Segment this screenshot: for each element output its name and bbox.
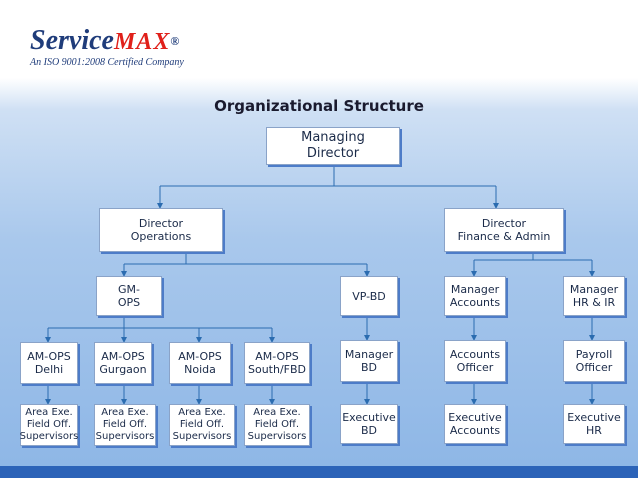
node-supervisors-gurgaon: Area Exe. Field Off. Supervisors xyxy=(94,404,156,446)
chart-title: Organizational Structure xyxy=(214,97,424,115)
node-director-finance-admin: Director Finance & Admin xyxy=(444,208,564,252)
node-am-ops-delhi: AM-OPS Delhi xyxy=(20,342,78,384)
registered-mark: ® xyxy=(170,34,180,48)
node-am-ops-south-fbd: AM-OPS South/FBD xyxy=(244,342,310,384)
node-payroll-officer: Payroll Officer xyxy=(563,340,625,382)
node-supervisors-delhi: Area Exe. Field Off. Supervisors xyxy=(20,404,78,446)
node-accounts-officer: Accounts Officer xyxy=(444,340,506,382)
logo-wordmark: ServiceMAX® xyxy=(30,26,184,57)
servicemax-logo: ServiceMAX® An ISO 9001:2008 Certified C… xyxy=(30,26,184,69)
node-am-ops-noida: AM-OPS Noida xyxy=(169,342,231,384)
node-gm-ops: GM- OPS xyxy=(96,276,162,316)
node-supervisors-noida: Area Exe. Field Off. Supervisors xyxy=(169,404,235,446)
logo-tagline: An ISO 9001:2008 Certified Company xyxy=(30,57,184,68)
node-director-operations: Director Operations xyxy=(99,208,223,252)
node-supervisors-south: Area Exe. Field Off. Supervisors xyxy=(244,404,310,446)
node-manager-accounts: Manager Accounts xyxy=(444,276,506,316)
node-managing-director: Managing Director xyxy=(266,127,400,165)
logo-service: Service xyxy=(30,25,114,56)
node-executive-accounts: Executive Accounts xyxy=(444,404,506,444)
footer-bar xyxy=(0,466,638,478)
node-vp-bd: VP-BD xyxy=(340,276,398,316)
node-am-ops-gurgaon: AM-OPS Gurgaon xyxy=(94,342,152,384)
node-manager-bd: Manager BD xyxy=(340,340,398,382)
logo-max: MAX xyxy=(113,29,171,55)
node-executive-hr: Executive HR xyxy=(563,404,625,444)
node-executive-bd: Executive BD xyxy=(340,404,398,444)
node-manager-hr-ir: Manager HR & IR xyxy=(563,276,625,316)
